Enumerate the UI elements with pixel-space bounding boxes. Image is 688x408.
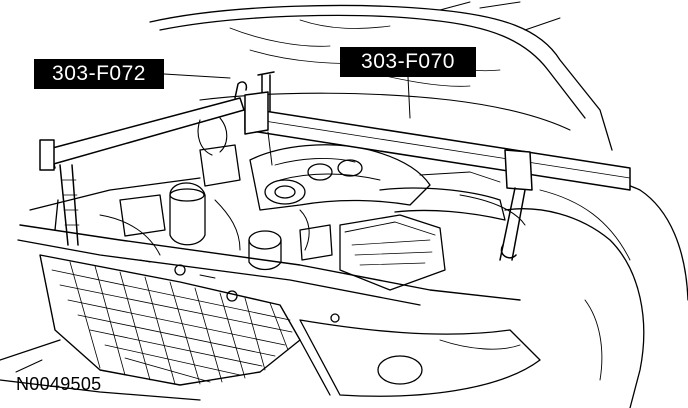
grille (40, 255, 300, 385)
raised-hood (150, 2, 612, 150)
figure-id: N0049505 (16, 374, 102, 394)
tool-callout-right: 303-F070 (340, 47, 476, 77)
leader-lines (16, 74, 410, 372)
front-panel (18, 178, 520, 305)
tool-callout-left: 303-F072 (34, 59, 164, 89)
engine-components (100, 145, 525, 322)
headlamp-bumper (0, 320, 540, 400)
support-fixture (40, 72, 630, 260)
right-fender (505, 173, 688, 408)
